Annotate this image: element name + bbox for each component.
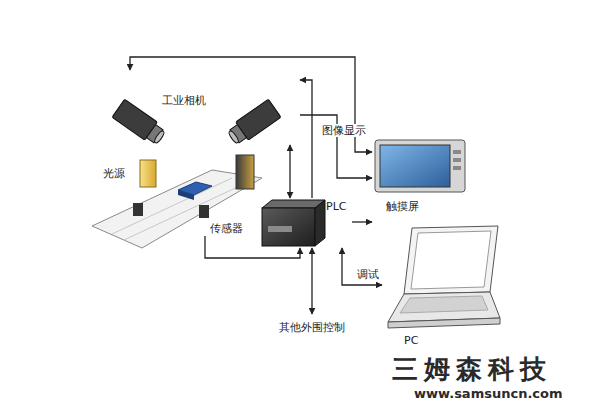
touch-screen [375,140,465,192]
edge-label: 调试 [355,268,381,281]
laptop-pc [388,226,500,328]
camera-node: 工业相机 [110,70,300,145]
plc-unit [262,200,325,246]
peripheral-node: 其他外围控制 [276,314,348,332]
touch-screen-node: 触摸屏 [372,138,468,228]
connector-arrow [205,236,300,258]
light-source [236,155,254,189]
light-source [140,160,156,187]
watermark-url: www.samsuncn.com [414,386,563,401]
connector-arrow [300,115,372,178]
connector-arrow [130,57,372,152]
sensor-node: 传感器 [198,203,248,236]
sensor-symbol [199,205,209,218]
light-node: 光源 [103,158,163,190]
node-label: PC [404,334,418,347]
node-label: 传感器 [210,222,243,235]
connector-arrow [300,80,312,198]
edge-label: 图像显示 [320,124,368,137]
node-label: 触摸屏 [386,200,419,213]
connector-arrow [289,145,290,198]
sensor-symbol [133,203,143,216]
pc-node: PC [382,222,505,350]
connector-arrow [352,221,372,222]
product-box-side [178,190,194,200]
industrial-camera [112,99,168,147]
plc-node: PLC [262,198,352,248]
connector-arrow [311,248,312,314]
node-label: 光源 [103,167,125,180]
node-label: 其他外围控制 [279,321,345,334]
connector-arrow [342,248,382,285]
industrial-camera [225,99,281,147]
node-label: 工业相机 [162,94,206,107]
watermark-text: 三姆森科技 [392,352,552,387]
node-label: PLC [326,200,346,213]
